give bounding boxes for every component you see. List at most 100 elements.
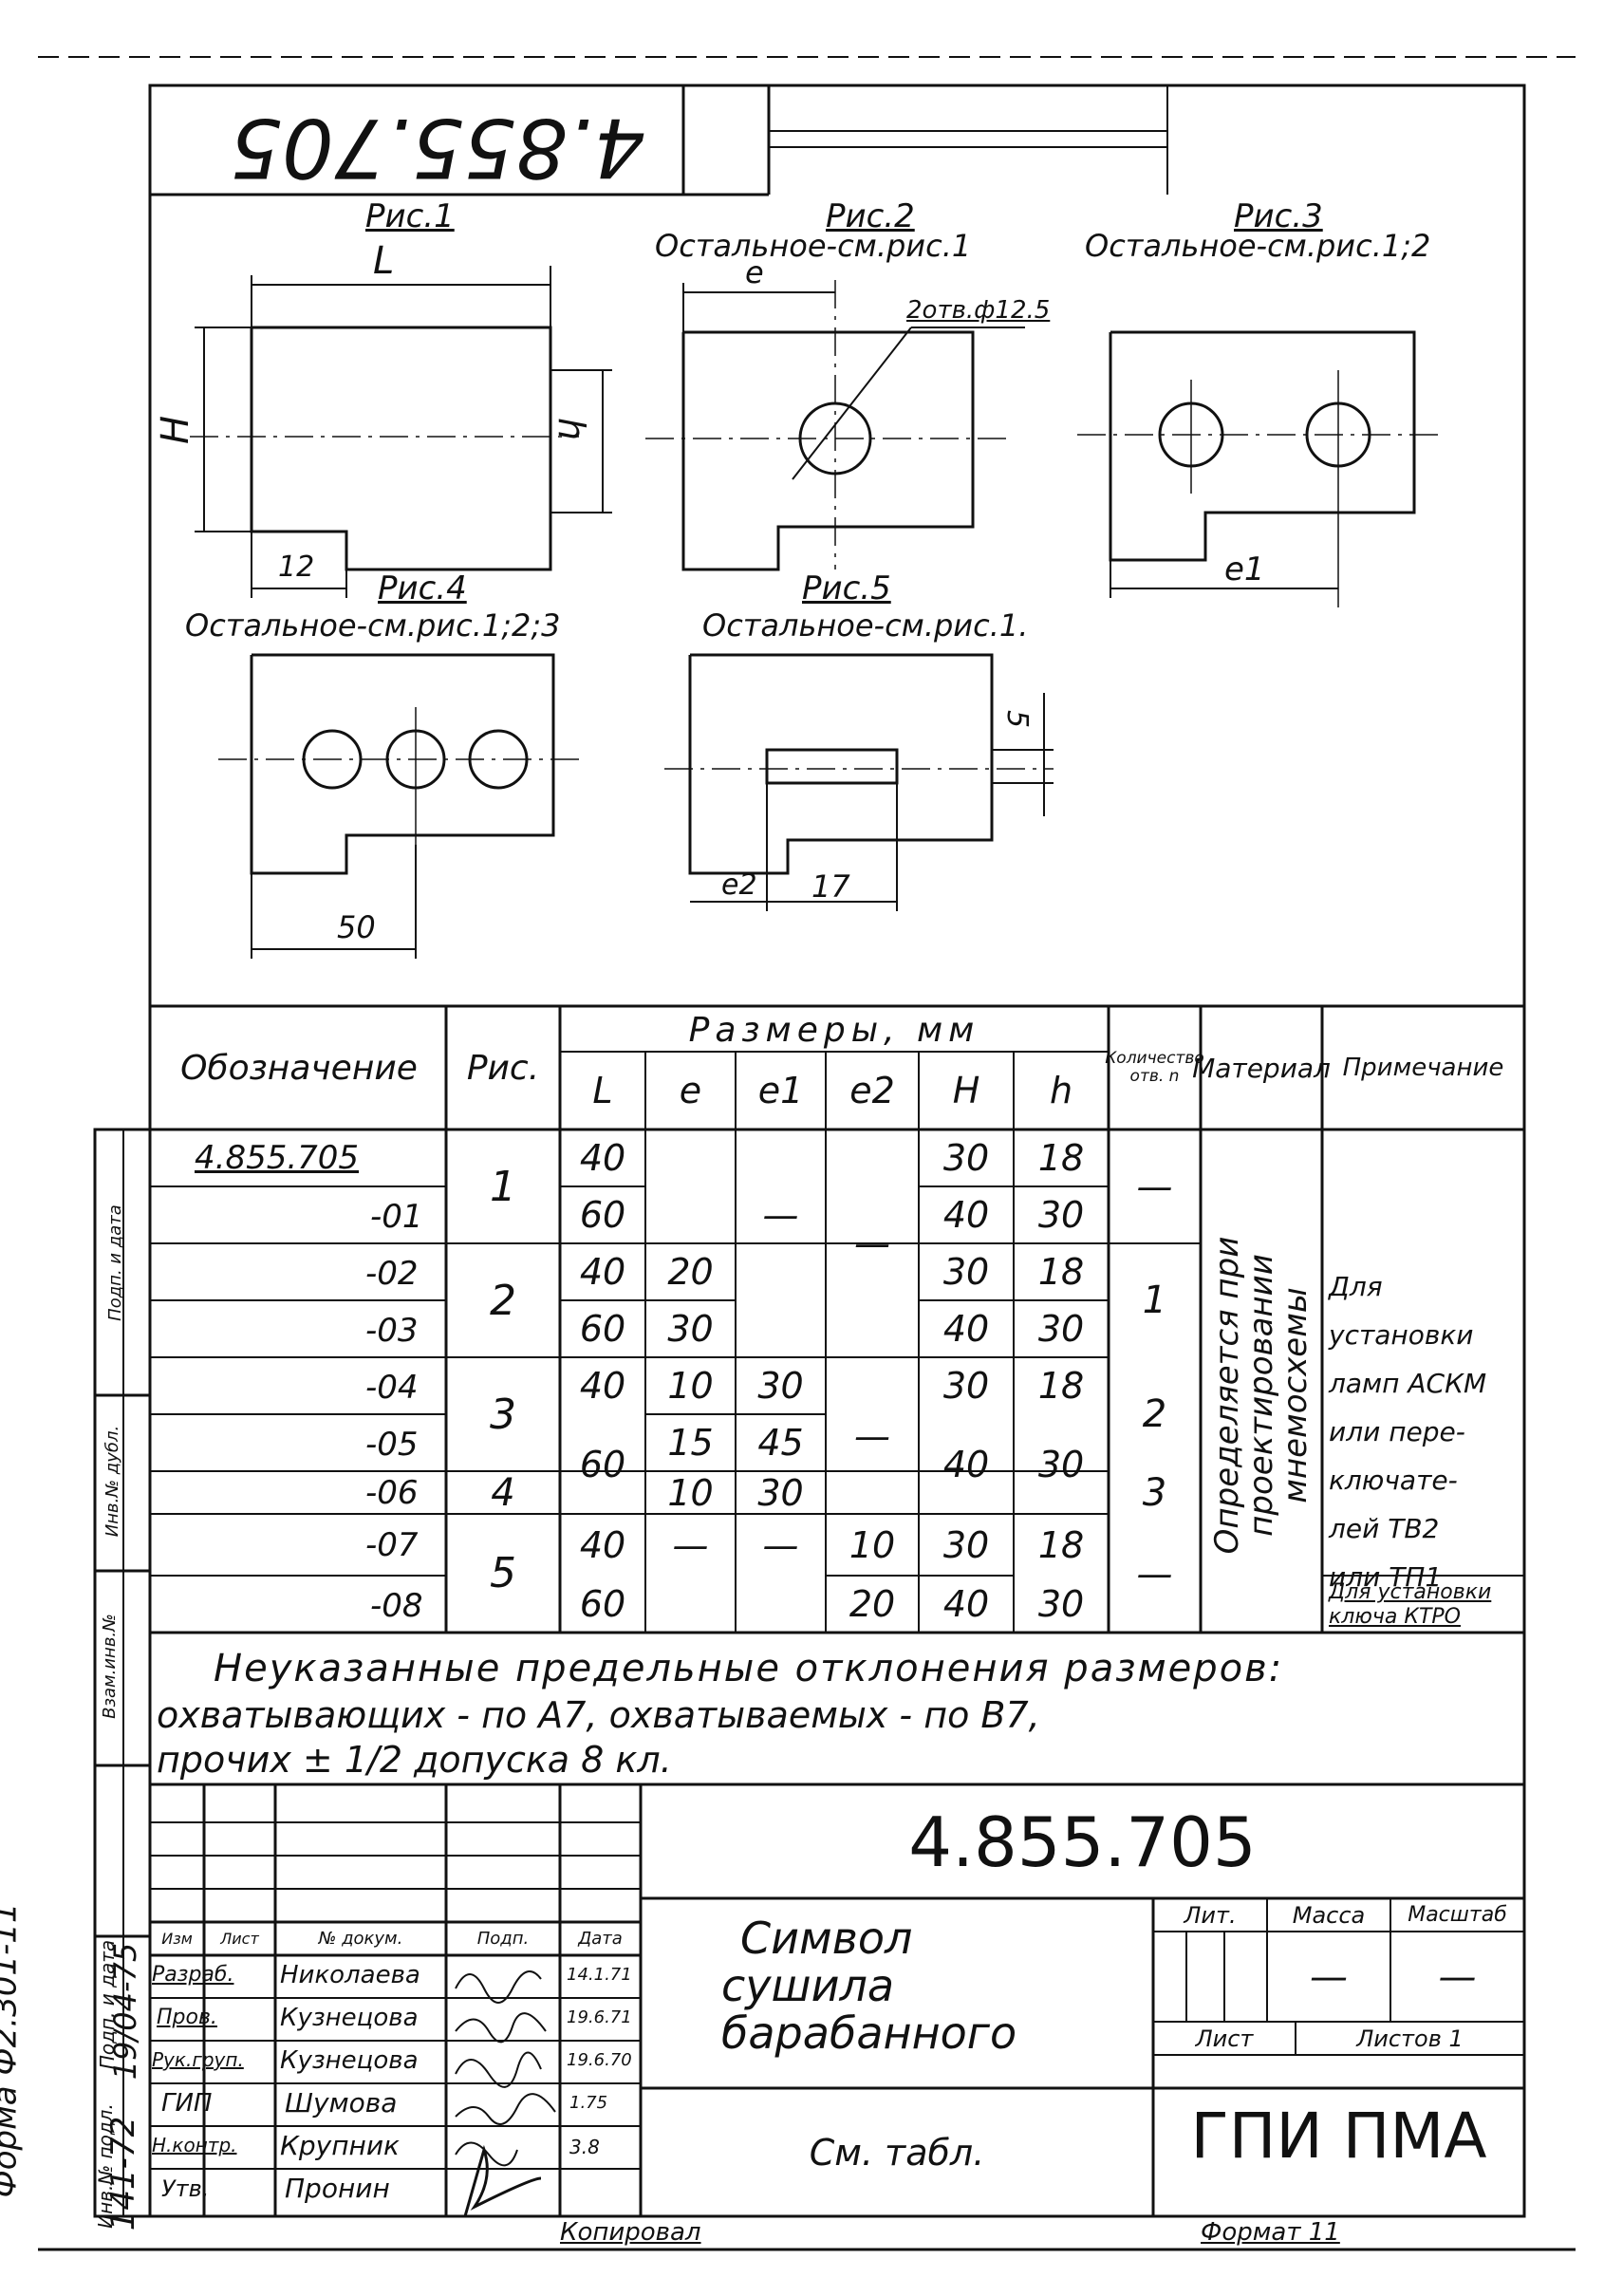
fig5-note: Остальное-см.рис.1. [702, 607, 1029, 644]
cell-L: 60 [579, 1194, 626, 1236]
cell-e: 10 [667, 1365, 714, 1407]
fig2-dim-e: e [745, 254, 764, 290]
row-fig: 4 [491, 1470, 515, 1515]
role-label: Утв. [161, 2175, 210, 2202]
role-label: Пров. [157, 2006, 217, 2029]
cell-h: 30 [1037, 1443, 1085, 1485]
tolerance-line-1: Неуказанные предельные отклонения размер… [214, 1647, 1284, 1690]
cell-L: 40 [579, 1365, 626, 1407]
fig4-note: Остальное-см.рис.1;2;3 [185, 607, 561, 644]
cell-H: 40 [942, 1443, 990, 1485]
scale-label: Масштаб [1408, 1903, 1507, 1927]
mass-value: — [1310, 1954, 1348, 1999]
role-name: Кузнецова [280, 2004, 419, 2032]
sign-value: 19/04-75 [107, 1942, 144, 2081]
fig5-dim-e2: e2 [721, 868, 757, 902]
form-label: Форма Ф2.301-11 [0, 1902, 25, 2198]
cell-e1: 30 [757, 1365, 804, 1407]
role-date: 19.6.71 [567, 2007, 632, 2027]
cell-L: 40 [579, 1137, 626, 1179]
fig4-title: Рис.4 [378, 569, 467, 607]
role-label: ГИП [161, 2089, 213, 2118]
cell-e2: — [854, 1414, 890, 1457]
role-name: Кузнецова [280, 2046, 419, 2075]
side-label-sign: Подп. и дата [104, 1204, 125, 1321]
cell-e: 15 [667, 1422, 714, 1464]
role-date: 1.75 [569, 2093, 608, 2113]
row-fig: 3 [490, 1390, 516, 1439]
inv-value: 141-72 [104, 2116, 143, 2231]
cell-H: 40 [942, 1194, 990, 1236]
th-material: Материал [1192, 1052, 1331, 1084]
col-header: Подп. [476, 1929, 530, 1949]
side-label-dup: Инв.№ дубл. [103, 1425, 123, 1538]
cell-L: 60 [579, 1583, 626, 1625]
cell-qty: 3 [1142, 1470, 1167, 1515]
product-name-line-3: барабанного [721, 2007, 1017, 2059]
cell-H: 30 [942, 1251, 990, 1293]
cell-h: 18 [1037, 1137, 1085, 1179]
product-name-line-2: сушила [721, 1960, 895, 2011]
row-designation: -06 [365, 1474, 419, 1512]
th-L: L [592, 1070, 613, 1111]
col-header: № докум. [318, 1929, 403, 1949]
cell-H: 30 [942, 1523, 990, 1566]
cell-h: 18 [1037, 1523, 1085, 1566]
table-grid [150, 1004, 1524, 1634]
sheet-label: Лист [1195, 2025, 1254, 2052]
fig1-title: Рис.1 [365, 197, 455, 235]
tolerance-line-3: прочих ± 1/2 допуска 8 кл. [157, 1739, 672, 1781]
sheets-label: Листов 1 [1356, 2025, 1464, 2052]
side-label-replace: Взам.инв.№ [99, 1614, 120, 1719]
organization: ГПИ ПМА [1190, 2099, 1487, 2173]
role-label: Разраб. [152, 1963, 234, 1987]
row-designation: -07 [365, 1526, 419, 1564]
cell-L: 40 [579, 1251, 626, 1293]
row-designation: 4.855.705 [195, 1139, 360, 1177]
fig4-drawing [218, 653, 579, 959]
cell-e1: 45 [757, 1422, 804, 1464]
th-H: H [952, 1070, 980, 1111]
cell-e2: — [854, 1223, 890, 1264]
title-block-grid [150, 1783, 1524, 2216]
scale-value: — [1438, 1954, 1477, 1999]
fig1-dim-L: L [373, 239, 395, 283]
th-designation: Обозначение [180, 1048, 418, 1088]
row-fig: 2 [490, 1276, 516, 1325]
th-sizes-group: Размеры, мм [688, 1010, 980, 1050]
cell-H: 30 [942, 1137, 990, 1179]
fig2-title: Рис.2 [826, 197, 915, 235]
lit-label: Лит. [1184, 1901, 1237, 1929]
cell-e: 10 [667, 1471, 714, 1514]
role-date: 19.6.70 [567, 2050, 632, 2070]
th-qty: Количество отв. n [1105, 1049, 1204, 1086]
cell-e2: 10 [849, 1523, 896, 1566]
row-designation: -05 [365, 1426, 419, 1464]
cell-e1: 30 [757, 1471, 804, 1514]
row-fig: 1 [490, 1162, 516, 1211]
fig3-title: Рис.3 [1234, 197, 1323, 235]
row-designation: -04 [365, 1369, 419, 1407]
role-name: Крупник [280, 2130, 400, 2161]
cell-note-2: Для установки ключа КТРО [1329, 1580, 1492, 1629]
role-label: Н.контр. [152, 2134, 237, 2156]
col-header: Изм [161, 1930, 193, 1948]
cell-h: 18 [1037, 1251, 1085, 1293]
fig2-drawing [645, 280, 1025, 571]
cell-e: — [672, 1523, 709, 1566]
cell-qty: 1 [1142, 1279, 1167, 1322]
cell-e1: — [762, 1523, 799, 1566]
cell-H: 40 [942, 1308, 990, 1350]
fig1-drawing [190, 266, 612, 598]
cell-h: 30 [1037, 1194, 1085, 1236]
cell-h: 18 [1037, 1365, 1085, 1407]
row-designation: -03 [365, 1312, 419, 1350]
role-label: Рук.груп. [152, 2048, 244, 2071]
fig2-note: Остальное-см.рис.1 [655, 228, 972, 264]
fig1-dim-12: 12 [278, 551, 315, 584]
th-h: h [1049, 1070, 1073, 1111]
cell-H: 40 [942, 1583, 990, 1625]
th-e1: e1 [757, 1070, 804, 1111]
fig4-dim-50: 50 [337, 909, 376, 945]
